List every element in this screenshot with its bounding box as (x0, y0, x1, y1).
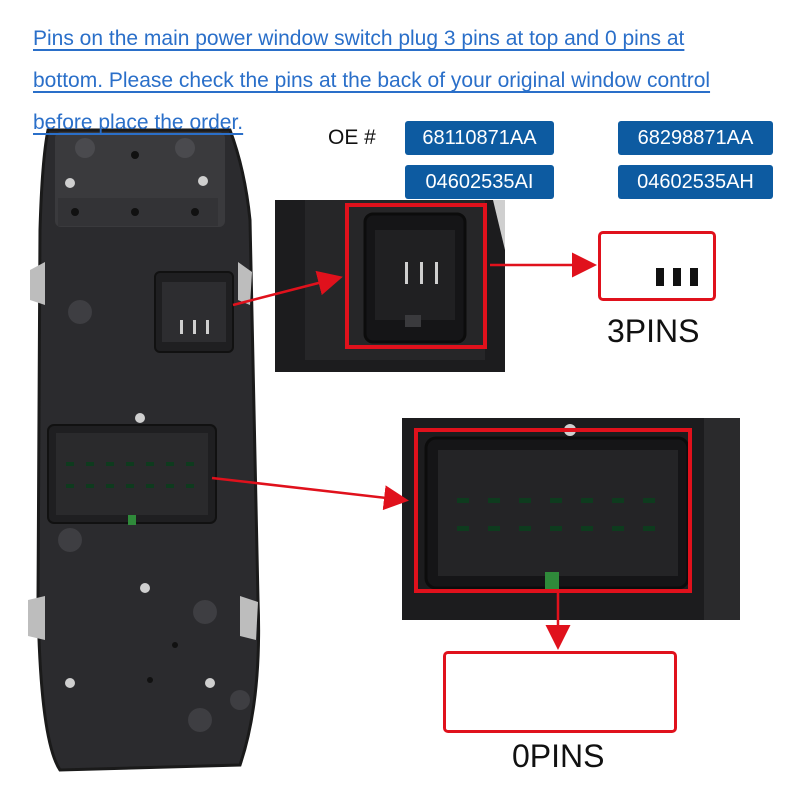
oe-code-badge: 04602535AI (405, 165, 554, 199)
window-switch-photo (28, 128, 261, 772)
three-pins-box (598, 231, 716, 301)
notice-line-1: Pins on the main power window switch plu… (33, 27, 685, 50)
pin-bar (690, 268, 698, 286)
notice-line-2: bottom. Please check the pins at the bac… (33, 69, 711, 92)
oe-code-badge: 68110871AA (405, 121, 554, 155)
pin-bar (673, 268, 681, 286)
arrow-to-top-closeup (232, 270, 343, 307)
three-pins-label: 3PINS (607, 313, 700, 349)
zero-pins-label: 0PINS (512, 738, 605, 774)
pin-bar (656, 268, 664, 286)
pin-diagram-icon (656, 268, 698, 286)
top-connector-closeup (275, 200, 505, 372)
arrow-to-bottom-closeup (211, 476, 409, 511)
notice-line-3: before place the order. (33, 111, 244, 134)
oe-code-badge: 04602535AH (618, 165, 773, 199)
oe-code-badge: 68298871AA (618, 121, 773, 155)
compatibility-notice: Pins on the main power window switch plu… (33, 18, 793, 144)
oe-label: OE # (328, 126, 376, 149)
zero-pins-box (443, 651, 677, 733)
bottom-connector-closeup (402, 418, 740, 620)
